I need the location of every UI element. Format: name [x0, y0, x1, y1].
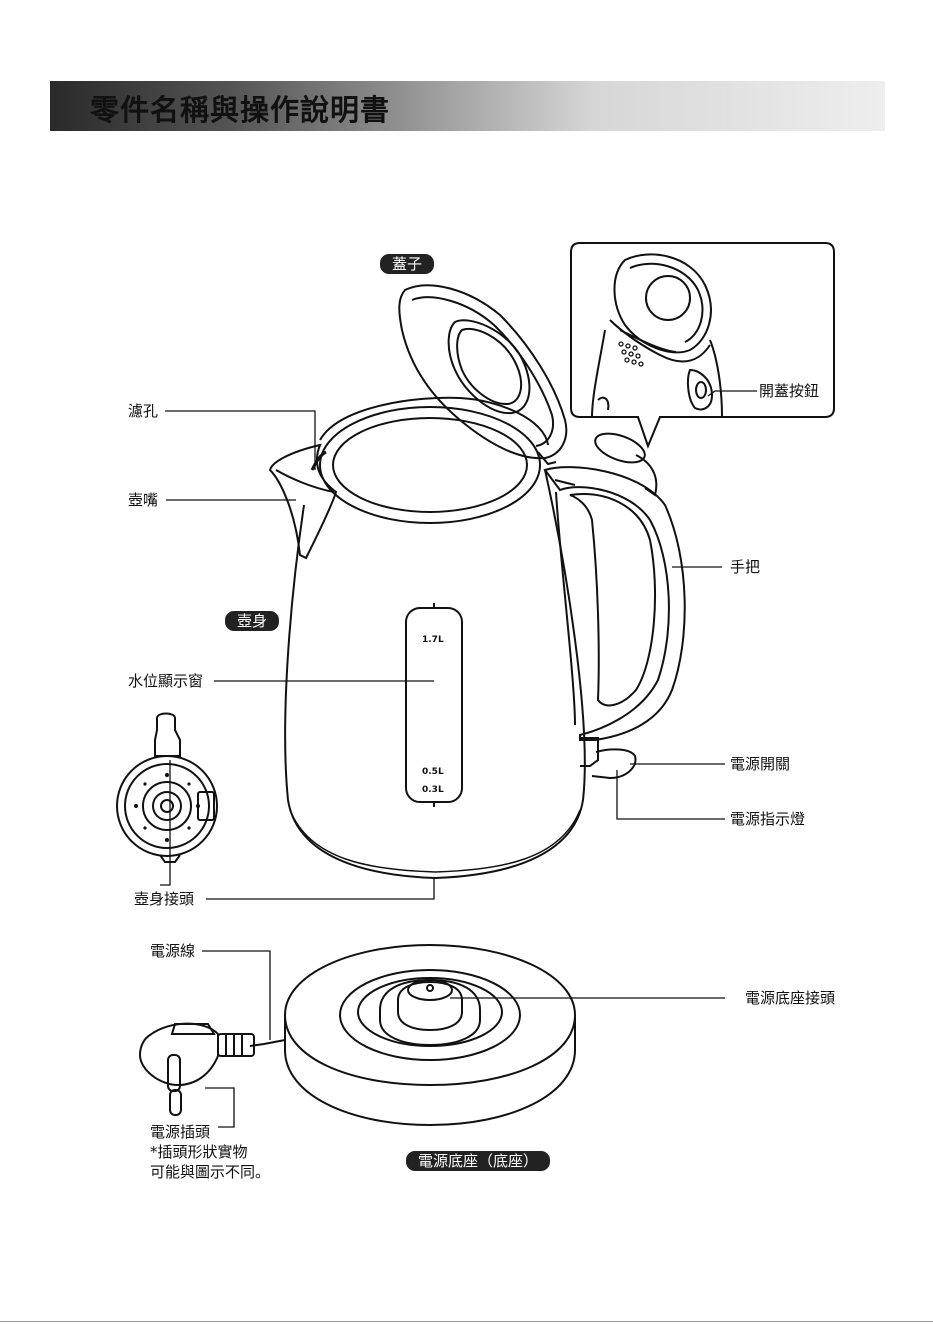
body-pill: 壺身 [225, 611, 279, 631]
handle-label: 手把 [730, 557, 760, 577]
plug-note-line-2: 可能與圖示不同。 [150, 1162, 270, 1182]
kettle-bottom-view [117, 714, 217, 863]
scale-min-label: 0.3L [422, 780, 444, 800]
plug-drawing [140, 1024, 254, 1115]
lid-pill: 蓋子 [380, 254, 434, 274]
power-switch-label: 電源開關 [730, 754, 790, 774]
scale-mid-label: 0.5L [422, 762, 444, 782]
plug-note: 電源插頭 *插頭形狀實物 可能與圖示不同。 [150, 1122, 270, 1182]
lid-button-detail [571, 243, 834, 446]
filter-label: 濾孔 [128, 401, 158, 421]
kettle-body-drawing [270, 398, 685, 878]
water-window-label: 水位顯示窗 [128, 671, 203, 691]
page-edge-line [0, 1321, 933, 1322]
plug-note-line-1: *插頭形狀實物 [150, 1142, 270, 1162]
spout-label: 壺嘴 [128, 490, 158, 510]
lid-button-label: 開蓋按鈕 [759, 381, 819, 401]
plug-label: 電源插頭 [150, 1122, 270, 1142]
base-connector-label: 電源底座接頭 [745, 988, 835, 1008]
power-base-drawing [250, 945, 575, 1125]
base-pill: 電源底座（底座） [406, 1151, 550, 1171]
leader-lines [160, 391, 757, 1127]
power-indicator-label: 電源指示燈 [730, 809, 805, 829]
lid-drawing [399, 285, 566, 464]
scale-max-label: 1.7L [422, 630, 444, 650]
body-connector-label: 壺身接頭 [134, 889, 194, 909]
power-cord-label: 電源線 [150, 941, 195, 961]
